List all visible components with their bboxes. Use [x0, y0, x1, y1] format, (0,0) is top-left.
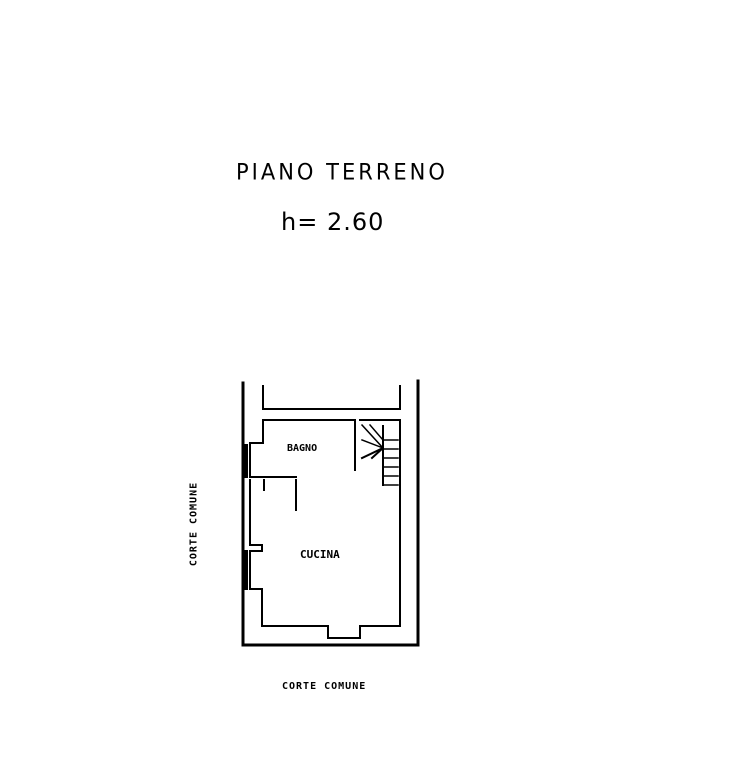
courtyard-label-bottom: CORTE COMUNE [282, 681, 367, 692]
floor-title: PIANO TERRENO [236, 159, 448, 185]
stair-enclosure [359, 419, 401, 611]
ceiling-height-label: h= 2.60 [281, 208, 385, 236]
courtyard-label-left: CORTE COMUNE [188, 481, 200, 567]
kitchen-bottom-wall [327, 609, 401, 639]
room-label-kitchen: CUCINA [300, 548, 340, 561]
bathroom-outline [249, 419, 297, 478]
stair-winder [360, 423, 385, 450]
stair-steps [382, 439, 399, 486]
stair-arrow [360, 447, 384, 460]
room-label-bathroom: BAGNO [287, 443, 318, 454]
inner-wall-top-strip [262, 385, 401, 410]
bathroom-right-wall [262, 419, 356, 471]
kitchen-left-wall [249, 479, 329, 639]
